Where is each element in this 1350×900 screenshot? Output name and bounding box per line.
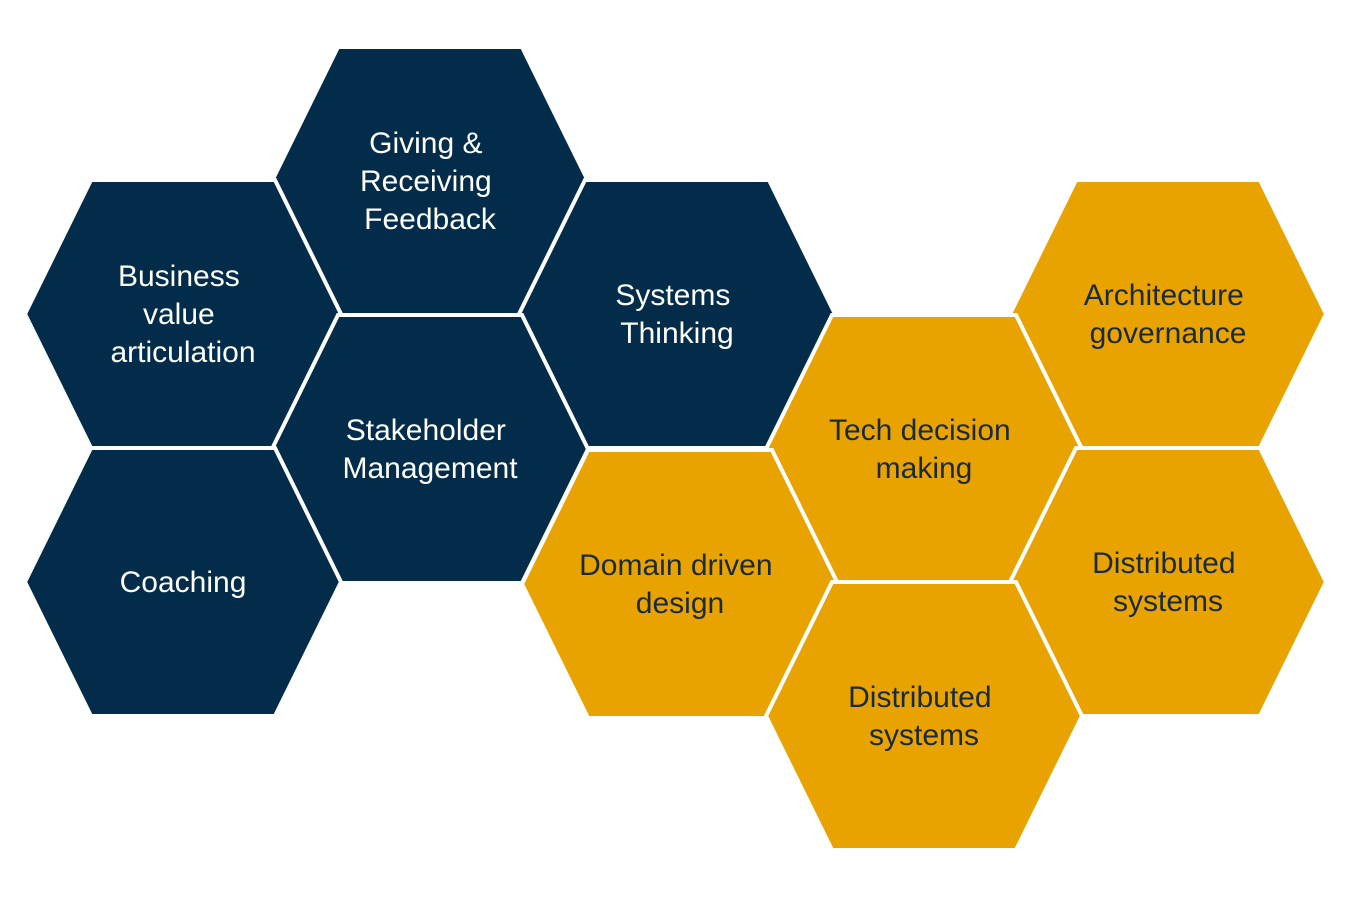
hex-stakeholder-management: Stakeholder Management (269, 313, 591, 585)
hex-label: Systems Thinking (615, 279, 738, 350)
hex-label: Business value articulation (110, 260, 255, 369)
hex-label: Coaching (120, 566, 247, 599)
hex-coaching: Coaching (22, 446, 344, 718)
hex-label: Distributed systems (1092, 547, 1244, 618)
hex-tech-decision-making: Tech decision making (763, 313, 1085, 585)
hex-shape (763, 580, 1085, 852)
hex-shape (22, 446, 344, 718)
hex-systems-thinking: Systems Thinking (516, 178, 838, 450)
hex-label: Tech decision making (829, 414, 1019, 485)
hex-label: Stakeholder Management (342, 414, 518, 485)
hex-label: Giving & Receiving Feedback (360, 127, 500, 236)
hex-label: Domain driven design (579, 549, 781, 620)
hex-distributed-systems-right: Distributed systems (1007, 446, 1329, 718)
hex-label: Architecture governance (1084, 279, 1252, 350)
hex-domain-driven-design: Domain driven design (519, 448, 841, 720)
hex-distributed-systems-bottom: Distributed systems (763, 580, 1085, 852)
hex-label: Distributed systems (848, 681, 1000, 752)
